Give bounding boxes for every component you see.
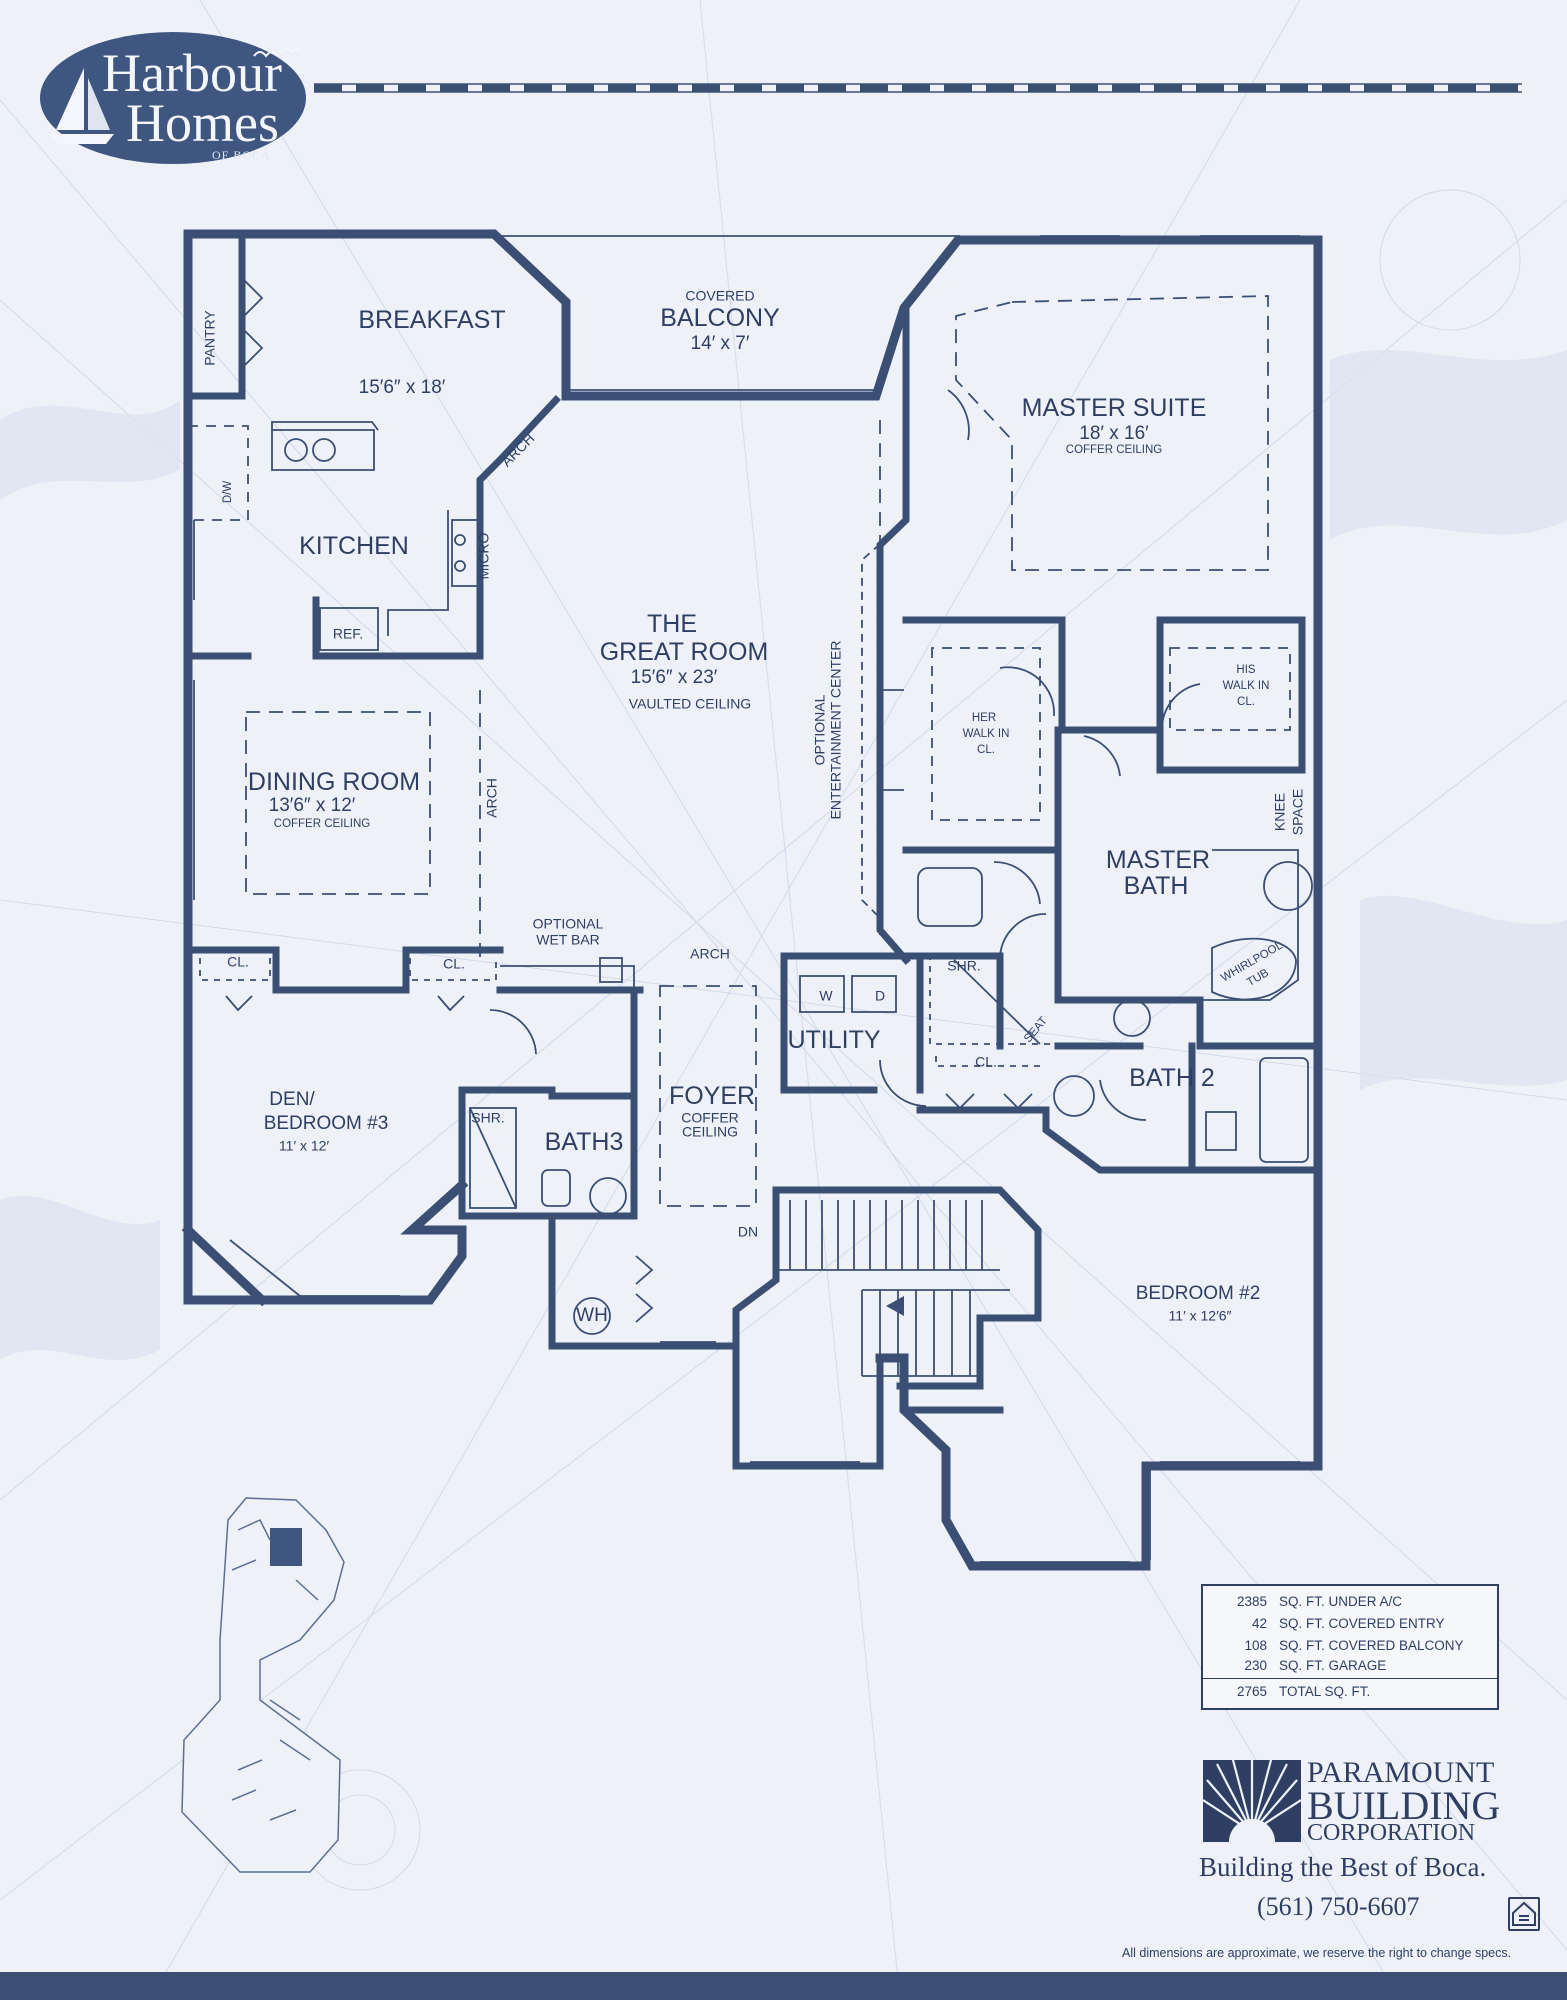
note-foyer-2: CEILING [681,1123,739,1140]
area-total-label: TOTAL SQ. FT. [1279,1684,1371,1699]
label-seat: SEAT [1021,1014,1050,1046]
label-entertainment-center: ENTERTAINMENT CENTER [827,640,844,820]
label-optional-wet-bar-1: OPTIONAL [532,915,604,932]
area-total-row: 2765 TOTAL SQ. FT. [1203,1684,1497,1706]
area-value: 230 [1244,1658,1267,1673]
label-dishwasher: D/W [221,480,234,504]
area-label: SQ. FT. COVERED ENTRY [1279,1616,1445,1631]
area-value: 2385 [1236,1594,1267,1609]
area-row: 2385 SQ. FT. UNDER A/C [1203,1594,1497,1616]
label-breakfast: BREAKFAST [358,305,506,334]
label-washer: W [819,987,833,1004]
label-arch-kitchen: ARCH [498,430,538,470]
label-great-room-line1: THE [647,609,697,638]
harbour-homes-logo: Harbour Homes OF BOCA [40,22,310,172]
note-dining-room: COFFER CEILING [273,817,371,830]
note-great-room: VAULTED CEILING [628,695,752,712]
label-master-bath-1: MASTER [1105,845,1211,874]
label-knee-space-1: KNEE [1271,792,1288,832]
sailboat-icon [50,68,114,144]
label-knee-space-2: SPACE [1289,788,1306,836]
label-master-bath-2: BATH [1123,871,1189,900]
label-dryer: D [874,987,886,1004]
label-his-walkin-2: WALK IN [1222,679,1270,692]
label-her-walkin-1: HER [971,711,997,724]
dims-bedroom2: 11′ x 12′6″ [1168,1307,1232,1324]
label-her-walkin-2: WALK IN [962,727,1010,740]
sunburst-icon [1203,1760,1301,1842]
label-master-shower: SHR. [947,957,981,974]
label-closet-left: CL. [227,953,249,970]
area-value: 42 [1251,1616,1267,1631]
builder-name-line2: BUILDING [1307,1783,1501,1828]
dims-master-suite: 18′ x 16′ [1079,423,1149,445]
label-her-walkin-3: CL. [977,743,995,756]
area-value: 108 [1244,1638,1267,1653]
label-his-walkin-1: HIS [1236,663,1256,676]
label-optional-entertainment: OPTIONAL [811,694,828,766]
label-bath3: BATH3 [544,1127,624,1156]
label-bath3-shower: SHR. [471,1109,505,1126]
dims-breakfast: 15′6″ x 18′ [358,377,446,399]
label-dining-room: DINING ROOM [247,767,421,796]
label-kitchen: KITCHEN [299,531,409,560]
dims-balcony: 14′ x 7′ [690,333,750,355]
label-water-heater: WH [576,1305,608,1327]
builder-phone: (561) 750-6607 [1257,1892,1420,1921]
builder-name-line3: CORPORATION [1307,1820,1476,1846]
dims-den: 11′ x 12′ [278,1137,330,1154]
label-foyer: FOYER [668,1081,756,1110]
label-den-1: DEN/ [269,1089,315,1111]
area-row: 108 SQ. FT. COVERED BALCONY [1203,1638,1497,1660]
dims-dining-room: 13′6″ x 12′ [268,795,356,817]
label-bath2: BATH 2 [1129,1063,1215,1092]
label-optional-wet-bar-2: WET BAR [536,931,600,948]
label-master-suite: MASTER SUITE [1021,393,1207,422]
note-master-suite: COFFER CEILING [1065,443,1163,456]
label-utility: UTILITY [787,1025,881,1054]
label-bedroom2: BEDROOM #2 [1135,1283,1261,1305]
builder-name-line1: PARAMOUNT [1307,1756,1495,1789]
note-balcony: COVERED [685,287,755,304]
area-label: SQ. FT. COVERED BALCONY [1279,1638,1464,1653]
disclaimer: All dimensions are approximate, we reser… [1122,1946,1512,1960]
label-pantry: PANTRY [201,310,218,366]
area-row: 230 SQ. FT. GARAGE [1203,1658,1497,1680]
label-closet-bath2: CL. [975,1053,997,1070]
label-den-2: BEDROOM #3 [263,1113,389,1135]
label-refrigerator: REF. [332,625,364,642]
logo-word-homes: Homes [126,93,279,153]
label-closet-mid: CL. [443,955,465,972]
area-label: SQ. FT. UNDER A/C [1279,1594,1403,1609]
builder-block: PARAMOUNT BUILDING CORPORATION Building … [1195,1752,1500,1922]
equal-housing-icon [1508,1897,1540,1931]
area-label: SQ. FT. GARAGE [1279,1658,1387,1673]
area-table: 2385 SQ. FT. UNDER A/C 42 SQ. FT. COVERE… [1201,1584,1499,1710]
dims-great-room: 15′6″ x 23′ [630,667,718,689]
label-stairs-down: DN [737,1223,759,1240]
label-great-room-line2: GREAT ROOM [599,637,769,666]
label-his-walkin-3: CL. [1237,695,1255,708]
label-arch-dining: ARCH [483,778,500,818]
seagull-icon [253,48,302,58]
logo-word-of-boca: OF BOCA [212,148,271,162]
area-row: 42 SQ. FT. COVERED ENTRY [1203,1616,1497,1638]
label-arch-foyer: ARCH [690,945,730,962]
area-divider [1203,1678,1497,1679]
builder-slogan: Building the Best of Boca. [1199,1852,1487,1882]
label-balcony: BALCONY [660,303,780,332]
label-microwave: MICRO [475,532,492,580]
logo-word-harbour: Harbour [102,43,282,103]
area-total-value: 2765 [1236,1684,1267,1699]
note-foyer-1: COFFER [681,1109,739,1126]
footer-bar [0,1972,1567,2000]
